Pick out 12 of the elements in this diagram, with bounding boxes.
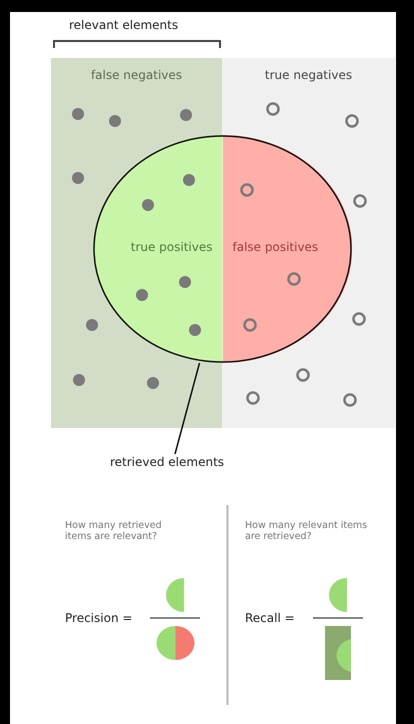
question-text: How many relevant items are retrieved? (245, 520, 368, 542)
callout-label: retrieved elements (108, 455, 226, 469)
region-label: true negatives (264, 68, 354, 82)
region-label: true positives (130, 240, 212, 254)
region-label: false negatives (90, 68, 184, 82)
region-label: false positives (232, 240, 318, 254)
leader-line (174, 362, 200, 454)
question-text: How many retrieved items are relevant? (65, 520, 163, 542)
formula-label: Recall = (245, 611, 295, 625)
ellipse (93, 135, 352, 363)
formula-label: Precision = (65, 611, 132, 625)
bracket-label: relevant elements (69, 18, 178, 32)
